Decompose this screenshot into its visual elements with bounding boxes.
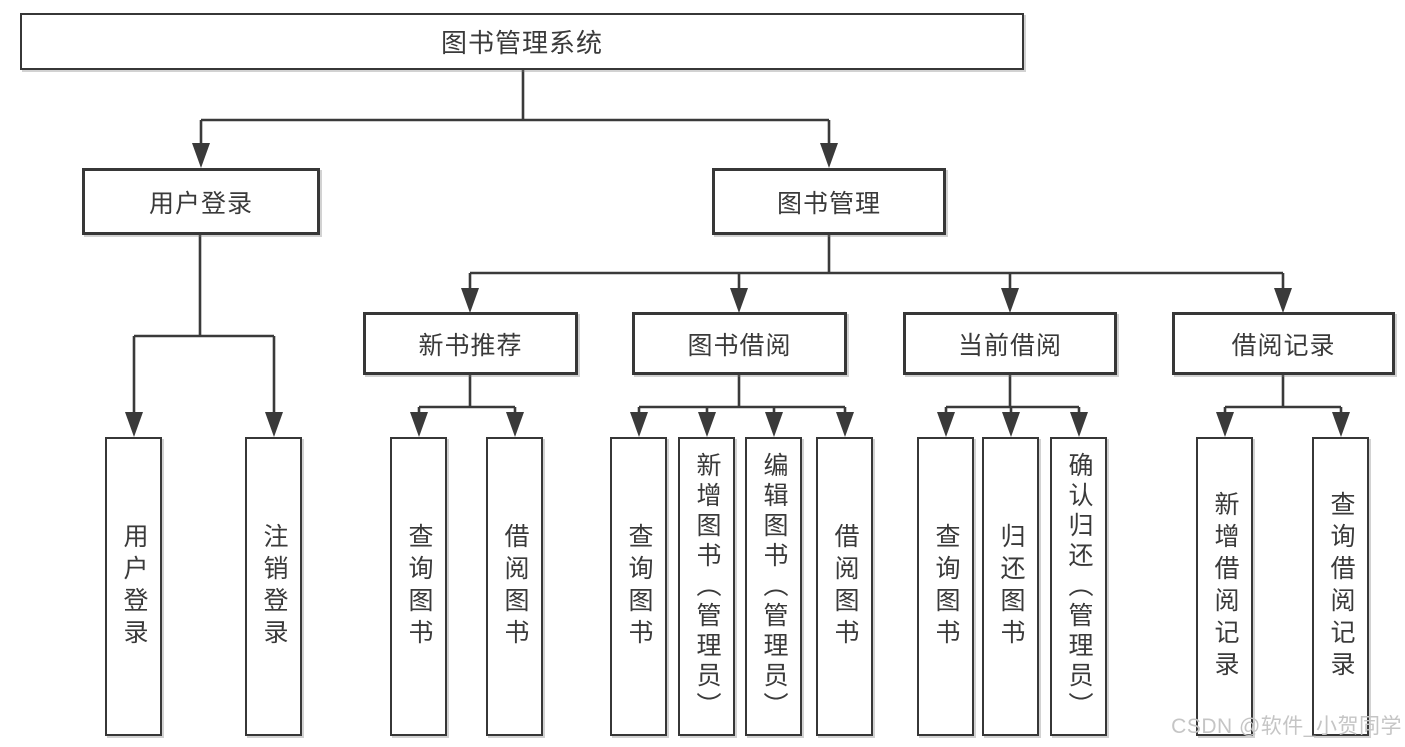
- leaf-label: 新增借阅记录: [1211, 490, 1239, 683]
- node-book-management: 图书管理: [712, 168, 946, 235]
- leaf-label: 查询图书: [405, 522, 433, 651]
- leaf-label: 借阅图书: [831, 522, 859, 651]
- leaf-borrow-add-books-admin: 新增图书（管理员）: [678, 437, 735, 736]
- node-user-login-branch: 用户登录: [82, 168, 320, 235]
- node-book-borrowing: 图书借阅: [632, 312, 847, 375]
- leaf-label: 用户登录: [120, 522, 148, 651]
- leaf-borrow-borrow-books: 借阅图书: [816, 437, 873, 736]
- leaf-label: 查询图书: [625, 522, 653, 651]
- watermark: CSDN @软件_小贺同学: [1171, 715, 1402, 738]
- leaf-label: 确认归还（管理员）: [1065, 451, 1093, 722]
- leaf-borrow-query-books: 查询图书: [610, 437, 667, 736]
- leaf-current-confirm-return-admin: 确认归还（管理员）: [1050, 437, 1107, 736]
- tree-edges: [132, 70, 1343, 414]
- leaf-recommend-borrow-books: 借阅图书: [486, 437, 543, 736]
- leaf-label: 新增图书（管理员）: [693, 451, 721, 722]
- leaf-records-query-record: 查询借阅记录: [1312, 437, 1369, 736]
- leaf-current-return-books: 归还图书: [982, 437, 1039, 736]
- leaf-recommend-query-books: 查询图书: [390, 437, 447, 736]
- leaf-user-login: 用户登录: [105, 437, 162, 736]
- leaf-borrow-edit-books-admin: 编辑图书（管理员）: [745, 437, 802, 736]
- node-current-borrowing: 当前借阅: [903, 312, 1117, 375]
- leaf-logout: 注销登录: [245, 437, 302, 736]
- leaf-label: 编辑图书（管理员）: [760, 451, 788, 722]
- node-library-management-system: 图书管理系统: [20, 13, 1024, 70]
- node-borrowing-records: 借阅记录: [1172, 312, 1395, 375]
- leaf-records-add-record: 新增借阅记录: [1196, 437, 1253, 736]
- leaf-current-query-books: 查询图书: [917, 437, 974, 736]
- leaf-label: 查询借阅记录: [1327, 490, 1355, 683]
- leaf-label: 注销登录: [260, 522, 288, 651]
- leaf-label: 归还图书: [997, 522, 1025, 651]
- arrowheads: [125, 143, 1350, 437]
- leaf-label: 借阅图书: [501, 522, 529, 651]
- node-new-book-recommendation: 新书推荐: [363, 312, 578, 375]
- leaf-label: 查询图书: [932, 522, 960, 651]
